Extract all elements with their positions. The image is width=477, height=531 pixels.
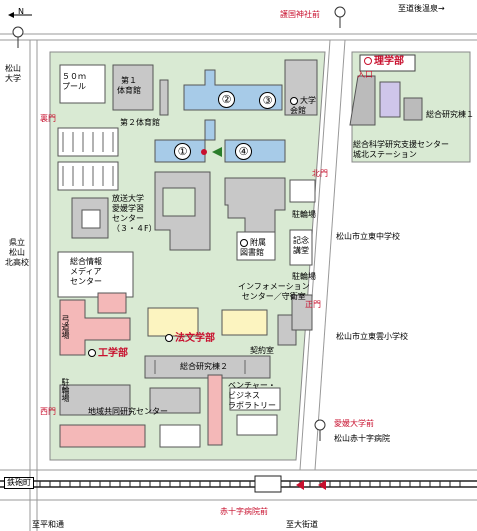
info-center-label: インフォメーション センター／守衛室 [238,282,310,301]
bicycle2-label: 駐輪場 [292,272,316,281]
marker-1: ① [174,143,191,160]
higashi-elementary-label: 松山市立東雲小学校 [336,332,408,341]
entrance-label: 入口 [357,70,373,79]
research2-label: 総合研究棟２ [180,362,228,371]
rail-line [0,475,477,493]
red-cross-station-label: 赤十字病院前 [220,507,268,516]
venture-label: ベンチャー・ ビジネス ラボラトリー [228,381,276,410]
tetsudo-label: 鉄砲町 [4,477,34,489]
library-text: 附属 図書館 [240,238,266,257]
memorial-label: 記念 講堂 [293,236,309,255]
univ-hall-text: 大学 会館 [290,96,316,115]
regional-label: 地域共同研究センター [88,407,168,416]
to-hirai-label: 至平和通 [32,520,64,529]
marker-3: ③ [259,92,276,109]
marker-2: ② [218,91,235,108]
higashi-jhs-label: 松山市立東中学校 [336,232,400,241]
west-gate-label: 西門 [40,407,56,416]
to-dogo-label: 至道後温泉→ [398,4,445,13]
pool-label: ５０ｍ プール [62,72,86,91]
marker-4: ④ [235,143,252,160]
broadcasting-label: 放送大学 愛媛学習 センター （３・４F） [112,194,157,233]
gym1-label: 第１ 体育館 [117,76,141,95]
contract-label: 契約室 [250,346,274,355]
media-center-label: 総合情報 メディア センター [70,257,102,286]
ehime-univ-front-label: 愛媛大学前 [334,419,374,428]
engineering-text: 工学部 [98,348,128,359]
matsuyama-univ-label: 松山 大学 [5,64,21,83]
engineering-dot-icon [88,349,96,357]
engineering-label: 工学部 [88,348,128,360]
science-dot-icon [364,57,372,65]
bicycle1-label: 駐輪場 [292,210,316,219]
back-gate-label: 裏門 [40,114,56,123]
compass: N [8,6,34,24]
roads [0,33,477,531]
sci-support-label: 総合科学研究支援センター 城北ステーション [353,140,449,159]
main-gate-label: 正門 [305,300,321,309]
research1-label: 総合研究棟１ [426,110,474,119]
north-gate-label: 北門 [312,169,328,178]
science-label: 理学部 [364,56,404,68]
law-lit-dot-icon [165,334,173,342]
gokoku-shrine-label: 護国神社前 [280,10,320,19]
gym2-label: 第２体育館 [120,118,160,127]
bicycle3-label: 駐輪場 [61,378,70,402]
univ-hall-label: 大学 会館 [290,96,316,116]
compass-n: N [18,7,24,16]
to-okaido-label: 至大街道 [286,520,318,529]
compass-arrow-icon [8,12,32,18]
law-lit-text: 法文学部 [175,333,215,344]
law-lit-label: 法文学部 [165,333,215,345]
library-label: 附属 図書館 [240,238,266,258]
stop-markers [12,6,346,441]
univ-hall-dot-icon [290,96,298,105]
science-text: 理学部 [374,56,404,67]
science-campus [349,51,471,163]
archery-label: 弓道場 [61,315,70,339]
library-dot-icon [240,238,248,247]
pref-high-school-label: 県立 松山 北高校 [5,238,29,267]
red-cross-hospital-label: 松山赤十字病院 [334,434,390,443]
